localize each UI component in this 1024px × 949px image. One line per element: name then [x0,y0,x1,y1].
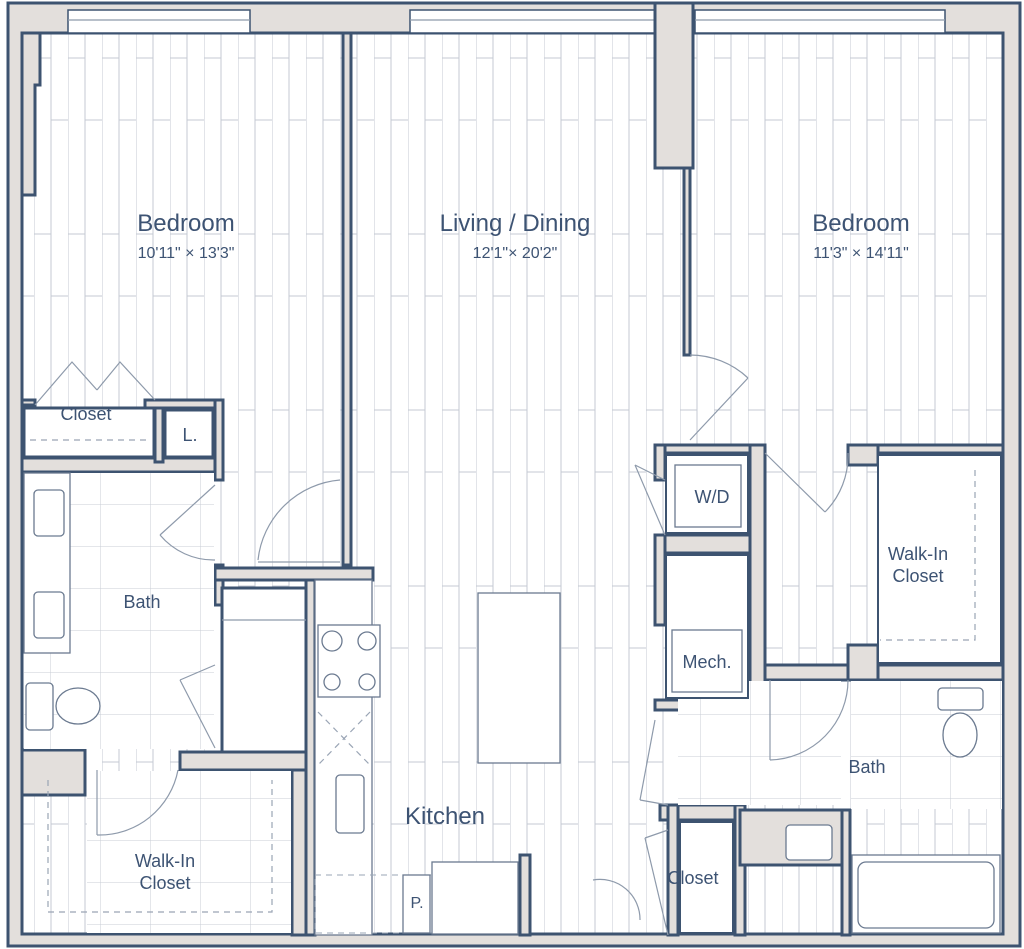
closet-left[interactable] [22,406,156,459]
kitchen-sink-icon [335,774,365,834]
room-size-bedroom-right: 11'3" × 14'11" [813,245,909,262]
room-size-living: 12'1"× 20'2" [473,245,558,262]
pantry [402,874,431,934]
kitchen-island [477,592,561,764]
room-label-walkin-left-1: Walk-In [135,851,195,871]
walkin-right[interactable] [877,454,1002,664]
room-label-bath-left: Bath [123,592,160,612]
room-label-closet-right: Closet [667,868,718,888]
washer-dryer-icon [674,464,742,528]
room-label-walkin-left-2: Closet [139,873,190,893]
walkin-left-floor [87,771,291,933]
room-label-bedroom-left: Bedroom [137,210,234,237]
toilet-icon [55,687,101,725]
room-label-living: Living / Dining [440,210,591,237]
room-label-wd: W/D [695,487,730,507]
toilet-icon [942,712,978,758]
bath-right-floor [678,681,841,805]
doors[interactable] [34,354,849,936]
fixtures [23,464,1001,936]
room-label-kitchen: Kitchen [405,803,485,830]
room-label-walkin-right-2: Closet [892,566,943,586]
room-label-pantry: P. [410,895,423,912]
room-label-bedroom-right: Bedroom [812,210,909,237]
room-label-mech: Mech. [682,652,731,672]
windows [67,9,946,34]
shower [220,586,308,754]
sink-icon [33,591,65,639]
toilet-tank-icon [937,687,984,711]
closet-right[interactable] [679,821,734,934]
room-label-walkin-right-1: Walk-In [888,544,948,564]
room-size-bedroom-left: 10'11" × 13'3" [138,245,235,262]
room-label-bath-right: Bath [848,757,885,777]
room-label-closet-left: Closet [60,404,111,424]
sink-icon [33,489,65,537]
room-label-linen: L. [182,425,197,445]
sink-icon [785,824,833,861]
linen-closet[interactable] [163,408,215,459]
toilet-tank-icon [25,682,54,731]
fridge-icon [431,861,519,935]
mech-unit-icon [671,629,743,693]
dishwasher-icon [317,711,371,766]
